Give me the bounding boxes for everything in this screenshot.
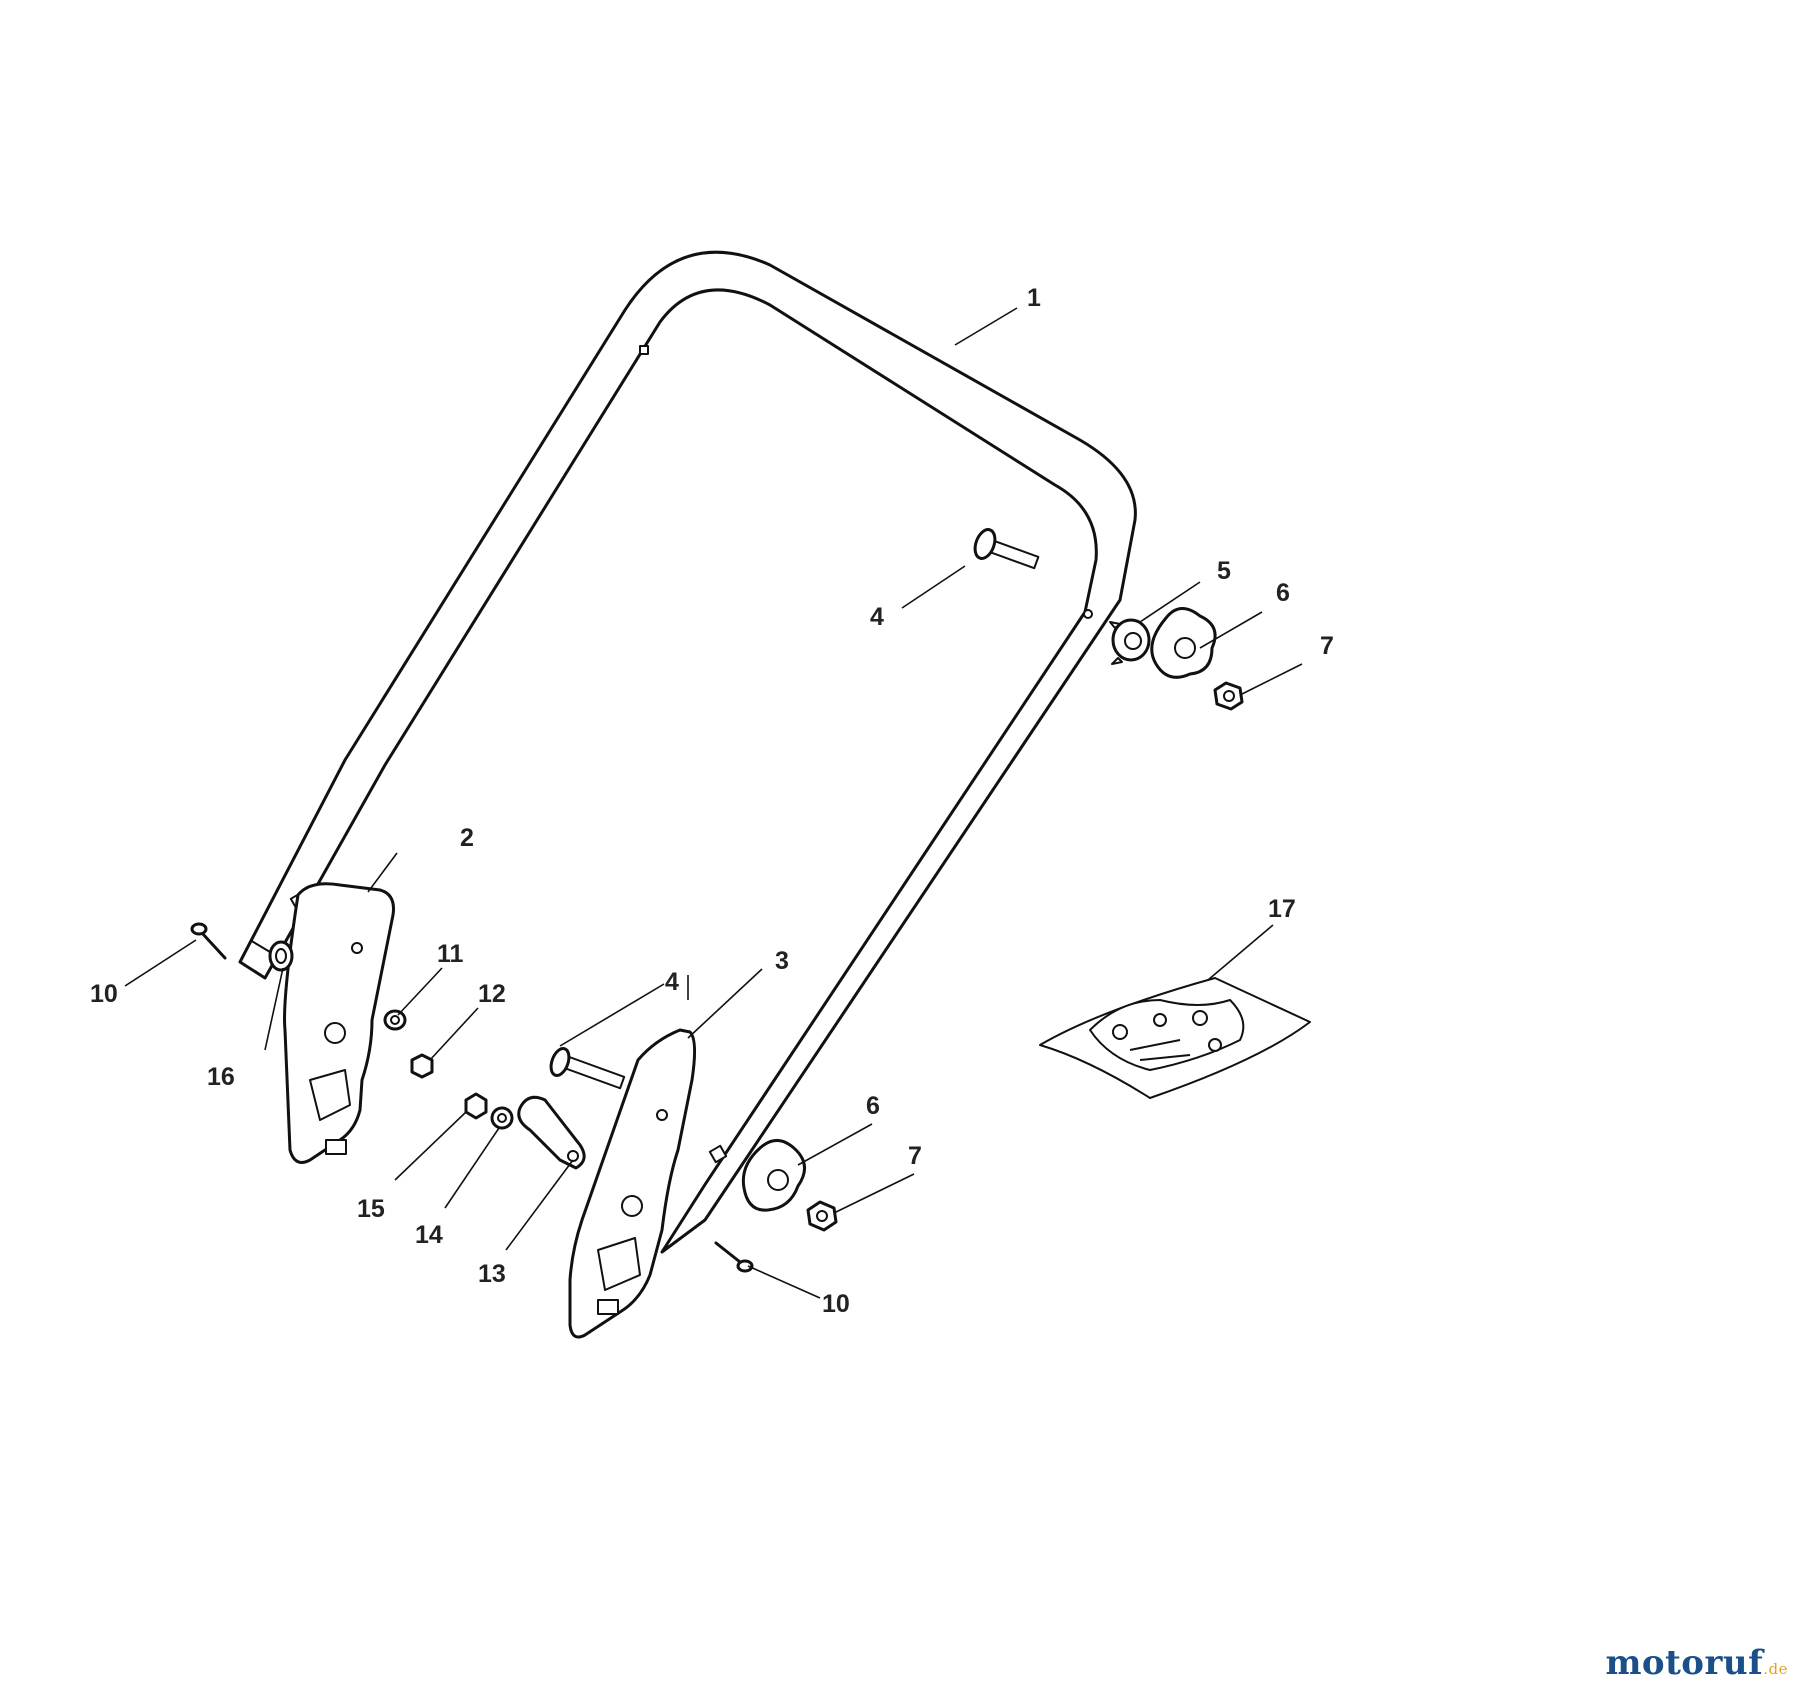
watermark-suffix-text: .de	[1763, 1660, 1788, 1678]
callout-3: 3	[775, 947, 789, 975]
leader-lines	[124, 307, 1303, 1299]
callout-7-lower: 7	[908, 1142, 922, 1170]
screw-right	[714, 1241, 754, 1273]
callout-15: 15	[357, 1195, 385, 1223]
watermark-main-text: motoruf	[1605, 1643, 1764, 1683]
washer-11	[383, 1009, 407, 1031]
callout-7-upper: 7	[1320, 632, 1334, 660]
callout-2: 2	[460, 824, 474, 852]
screw-left	[190, 922, 227, 960]
nut-12	[410, 1053, 434, 1079]
bracket-plate-right	[568, 1028, 697, 1339]
callout-10-left: 10	[90, 980, 118, 1008]
callout-4-upper: 4	[870, 603, 884, 631]
washer-14	[490, 1106, 514, 1130]
callout-numbers: 1 2 3 4 4 5 6 6 7 7 10 10 11 12 13 14 15…	[90, 284, 1334, 1318]
carriage-bolt-upper	[973, 528, 1040, 570]
bracket-plate-left	[283, 882, 395, 1164]
callout-14: 14	[415, 1221, 443, 1249]
callout-11: 11	[437, 940, 464, 968]
callout-5: 5	[1217, 557, 1231, 585]
callout-13: 13	[478, 1260, 506, 1288]
star-knob-lower	[741, 1139, 806, 1212]
star-knob-upper	[1150, 607, 1217, 679]
callout-17: 17	[1268, 895, 1296, 923]
callout-6-lower: 6	[866, 1092, 880, 1120]
callout-4-lower: 4	[665, 968, 679, 996]
callout-16: 16	[207, 1063, 235, 1091]
nut-upper	[1213, 681, 1244, 711]
callout-1: 1	[1027, 284, 1041, 312]
spacer-washer	[1109, 618, 1151, 665]
nut-15	[464, 1092, 488, 1120]
hardware-bag	[1039, 977, 1311, 1099]
nut-lower	[806, 1200, 838, 1232]
callout-6-upper: 6	[1276, 579, 1290, 607]
adjustment-lever	[517, 1095, 586, 1170]
carriage-bolt-lower	[549, 1047, 626, 1090]
callout-10-right: 10	[822, 1290, 850, 1318]
washer-16	[268, 940, 294, 972]
watermark-logo: motoruf.de	[1605, 1643, 1788, 1683]
callout-12: 12	[478, 980, 506, 1008]
